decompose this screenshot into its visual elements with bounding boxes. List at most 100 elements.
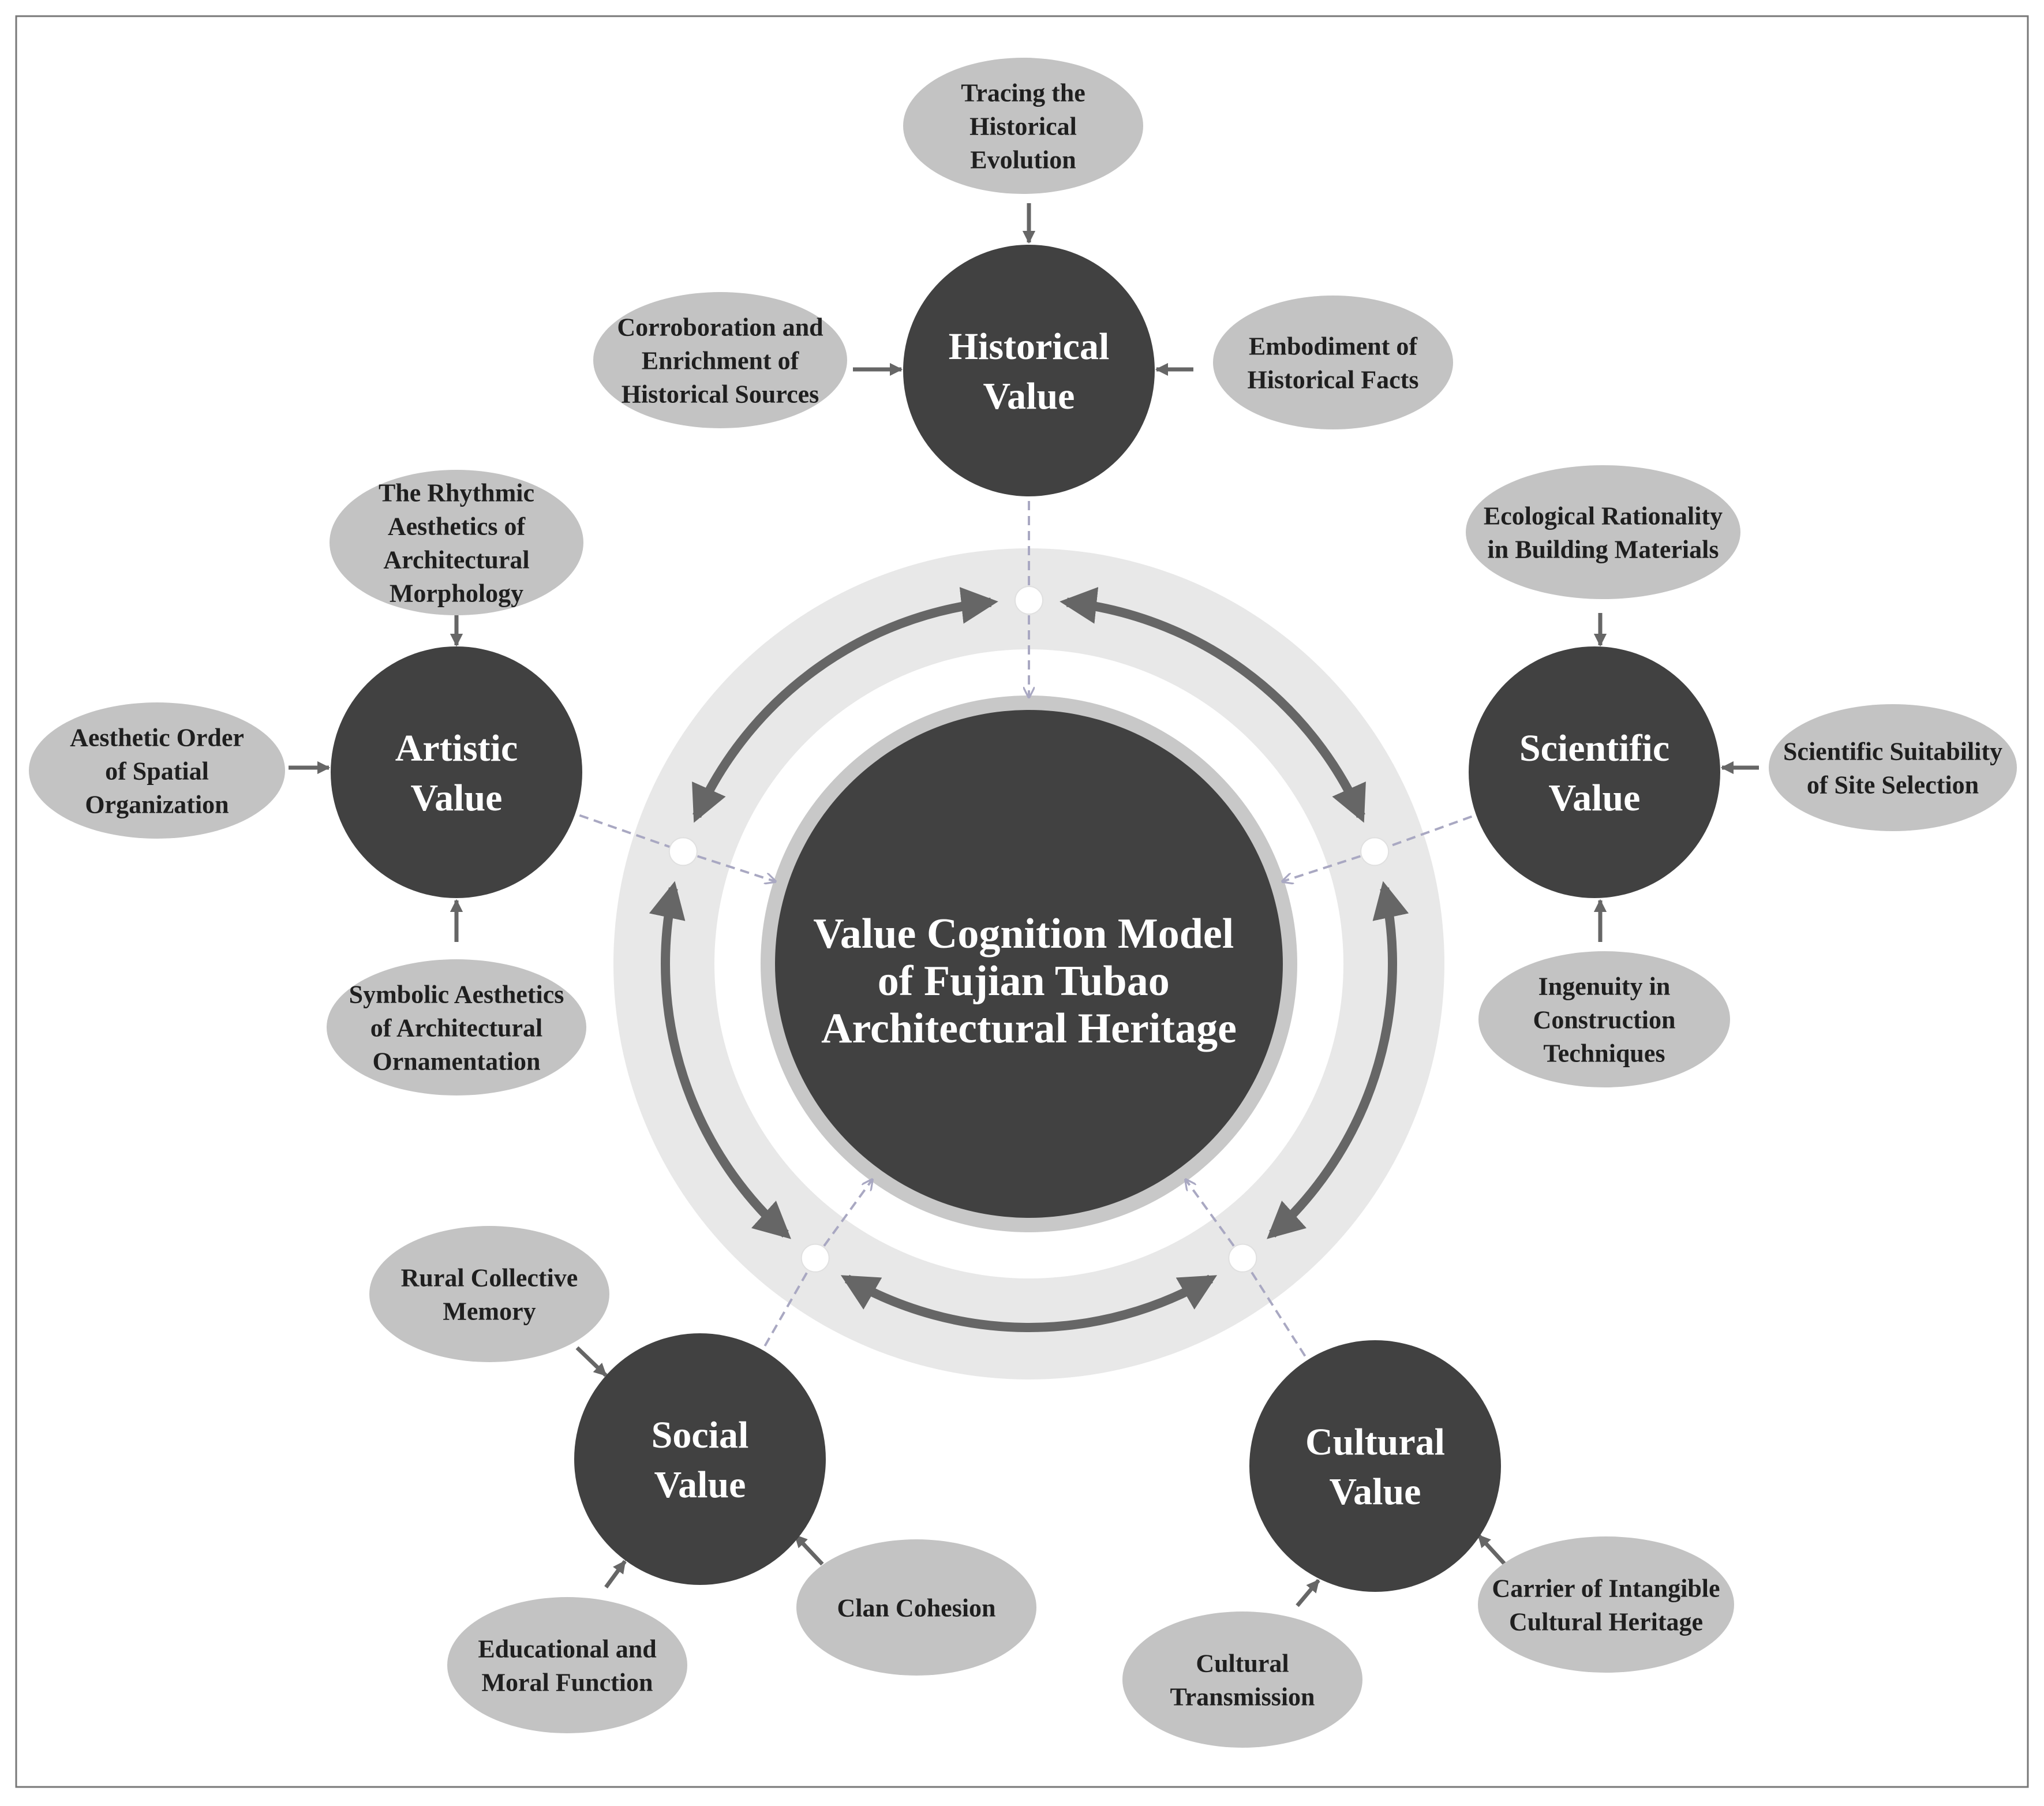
social-value-label-line-1: Social [652, 1414, 749, 1456]
educational-ellipse [447, 1597, 687, 1733]
junction-points [668, 586, 1390, 1273]
tracing-label-line-3: Evolution [970, 145, 1076, 174]
carrier-label-line-2: Cultural Heritage [1509, 1607, 1703, 1636]
cultural-junction-dot [1228, 1243, 1257, 1273]
scientific-value-label-line-2: Value [1549, 777, 1641, 819]
tracing-ellipse [903, 58, 1143, 194]
historical-value-label-line-1: Historical [949, 326, 1110, 368]
cultural-dashed-arrow [1186, 1180, 1244, 1259]
center-title-line-1: Value Cognition Model [813, 910, 1234, 958]
historical-value-label-line-2: Value [983, 375, 1075, 417]
corroboration-label-line-3: Historical Sources [622, 380, 819, 408]
ingenuity-label-line-3: Techniques [1543, 1039, 1665, 1067]
ecological-label-line-2: in Building Materials [1488, 535, 1719, 563]
tracing-label-line-2: Historical [969, 112, 1077, 140]
arc-historical-scientific [1060, 587, 1366, 823]
educational-label-line-2: Moral Function [482, 1668, 653, 1696]
rhythmic-label-line-2: Aesthetics of [388, 512, 526, 540]
suitability-label-line-2: of Site Selection [1807, 771, 1979, 799]
historical-junction-dot [1014, 586, 1043, 615]
rural-label-line-1: Rural Collective [401, 1263, 578, 1292]
corroboration-ellipse [593, 292, 847, 428]
artistic-dashed-link [579, 814, 684, 853]
social-dashed-link [763, 1257, 817, 1347]
transmission-ellipse [1122, 1611, 1362, 1748]
symbolic-label-line-2: of Architectural [370, 1014, 543, 1042]
scientific-dashed-arrow [1282, 850, 1375, 881]
transmission-label-line-1: Cultural [1196, 1649, 1289, 1677]
rhythmic-label-line-1: The Rhythmic [379, 478, 534, 507]
scientific-dashed-link [1374, 815, 1473, 853]
aesthetic-order-ellipse [29, 702, 285, 839]
tracing-label-line-1: Tracing the [961, 78, 1085, 107]
corroboration-label-line-2: Enrichment of [642, 346, 800, 375]
social-junction-dot [800, 1243, 830, 1273]
clan-sub-value: Clan Cohesion [796, 1539, 1036, 1676]
ingenuity-ellipse [1478, 951, 1730, 1087]
arc-artistic-historical [692, 587, 998, 823]
carrier-ellipse [1478, 1536, 1734, 1673]
scientific-value-label-line-1: Scientific [1519, 727, 1669, 769]
artistic-value-circle [331, 646, 582, 898]
cultural-value-label-line-1: Cultural [1305, 1421, 1445, 1463]
center-node: Value Cognition Model of Fujian Tubao Ar… [775, 710, 1283, 1218]
transmission-label-line-2: Transmission [1170, 1682, 1315, 1711]
ecological-label-line-1: Ecological Rationality [1484, 502, 1723, 530]
artistic-dashed-arrow [683, 850, 776, 881]
educational-label-line-1: Educational and [478, 1635, 656, 1663]
artistic-value-label-line-2: Value [411, 777, 503, 819]
social-value-circle [574, 1333, 826, 1585]
clan-label-line-1: Clan Cohesion [837, 1594, 995, 1622]
rural-arrow [575, 1346, 608, 1377]
aesthetic-order-label-line-3: Organization [85, 790, 229, 818]
clan-ellipse [796, 1539, 1036, 1676]
arc-scientific-cultural [1267, 881, 1409, 1239]
rural-ellipse [369, 1226, 609, 1362]
center-circle [775, 710, 1283, 1218]
historical-value-circle [903, 245, 1155, 496]
clan-arrow [793, 1534, 824, 1566]
artistic-junction-dot [668, 837, 698, 866]
sub-value-arrows [289, 203, 1759, 1607]
symbolic-ellipse [327, 959, 586, 1095]
suitability-ellipse [1769, 704, 2017, 831]
embodiment-ellipse [1213, 296, 1453, 429]
cultural-dashed-link [1241, 1257, 1306, 1357]
diagram-frame [15, 15, 2029, 1788]
ecological-sub-value: Ecological Rationality in Building Materi… [1466, 465, 1740, 599]
social-dashed-arrow [814, 1180, 873, 1259]
aesthetic-order-label-line-1: Aesthetic Order [70, 723, 244, 751]
embodiment-label-line-2: Historical Facts [1248, 365, 1419, 394]
cultural-value-label-line-2: Value [1330, 1471, 1421, 1513]
scientific-value-circle [1469, 646, 1720, 898]
rural-label-line-2: Memory [443, 1297, 536, 1325]
rhythmic-label-line-4: Morphology [390, 579, 523, 607]
aesthetic-order-label-line-2: of Spatial [105, 757, 209, 785]
social-value-label-line-2: Value [654, 1464, 746, 1506]
